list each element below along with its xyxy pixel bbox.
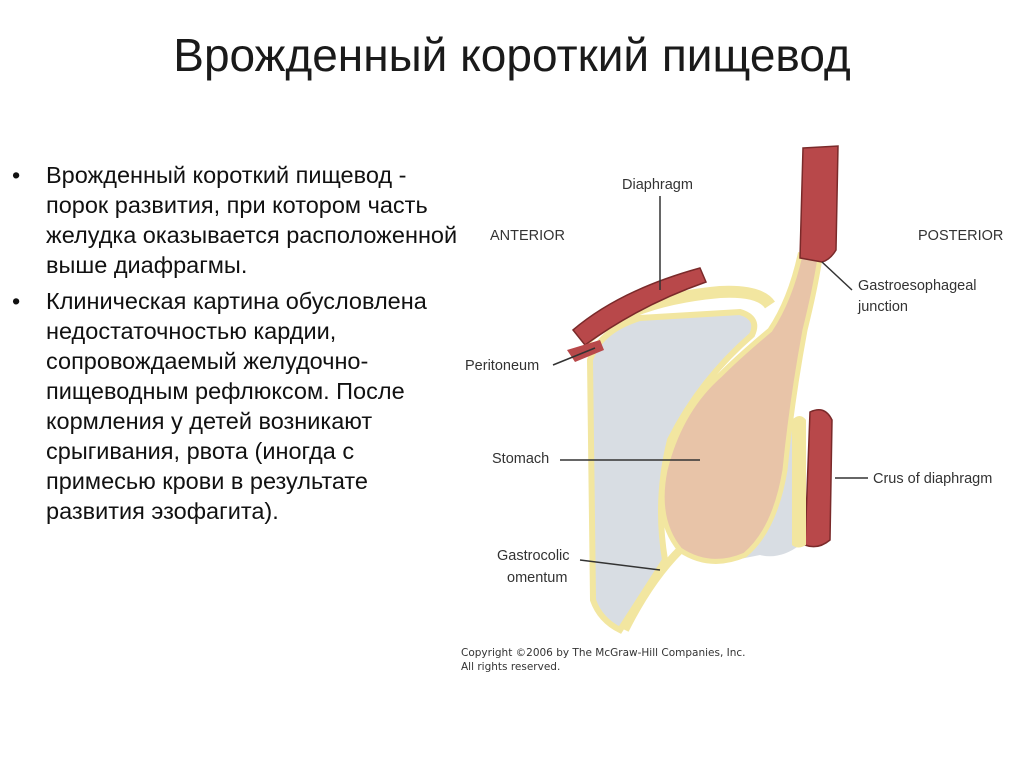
diaphragm-anterior — [571, 267, 708, 347]
crus-of-diaphragm — [804, 409, 833, 548]
copyright-notice: Copyright ©2006 by The McGraw-Hill Compa… — [461, 646, 746, 674]
stomach — [659, 252, 823, 564]
slide-title: Врожденный короткий пищевод — [173, 29, 851, 81]
label-crus: Crus of diaphragm — [873, 471, 992, 487]
bullet-item: Врожденный короткий пищевод - порок разв… — [10, 160, 460, 280]
label-ge-junction: Gastroesophageal — [858, 278, 977, 294]
rights-line: All rights reserved. — [461, 661, 561, 673]
label-diaphragm: Diaphragm — [622, 177, 693, 193]
copyright-line: Copyright ©2006 by The McGraw-Hill Compa… — [461, 647, 746, 659]
bullet-item: Клиническая картина обусловлена недостат… — [10, 286, 460, 526]
label-omentum: omentum — [507, 570, 567, 586]
peritoneal-cavity — [586, 308, 758, 634]
bullet-list: Врожденный короткий пищевод - порок разв… — [10, 160, 460, 532]
label-stomach: Stomach — [492, 451, 549, 467]
label-ge-junction-2: junction — [857, 299, 908, 315]
omentum — [621, 547, 683, 632]
label-anterior: ANTERIOR — [490, 228, 565, 244]
diaphragm-tip — [567, 340, 604, 362]
esophagus — [799, 145, 839, 263]
crus-peritoneum — [792, 416, 806, 548]
label-gastrocolic: Gastrocolic — [497, 548, 570, 564]
label-posterior: POSTERIOR — [918, 228, 1003, 244]
label-peritoneum: Peritoneum — [465, 358, 539, 374]
